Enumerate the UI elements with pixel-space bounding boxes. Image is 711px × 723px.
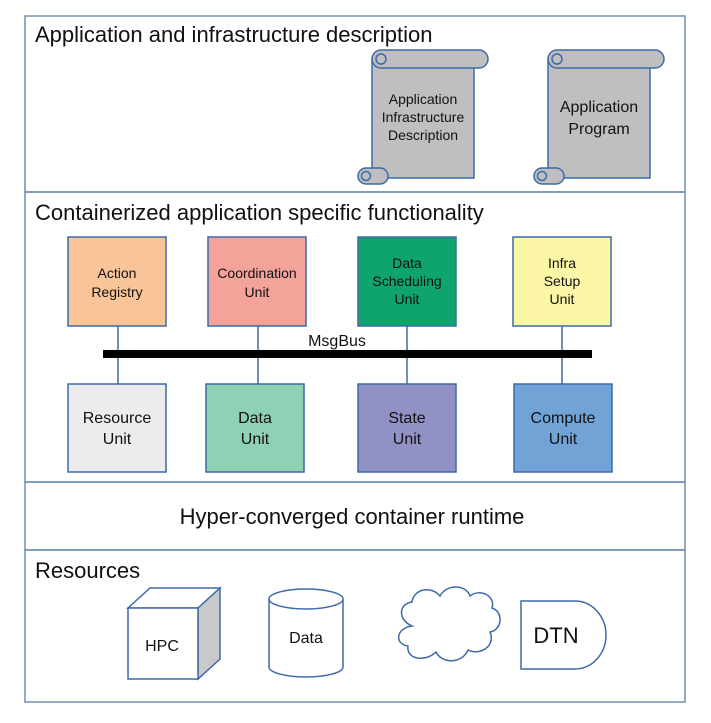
scroll-1-line-2: Infrastructure bbox=[382, 109, 465, 125]
bottom-unit-data: Data Unit bbox=[205, 383, 305, 473]
section-frames bbox=[24, 15, 686, 703]
top-unit-3-line-2: Scheduling bbox=[372, 273, 441, 289]
bottom-unit-resource: Resource Unit bbox=[67, 383, 167, 473]
top-unit-action-registry: Action Registry bbox=[67, 236, 167, 327]
section-resources-frame bbox=[24, 549, 686, 703]
top-unit-2-line-1: Coordination bbox=[217, 265, 296, 281]
hpc-cube-icon bbox=[126, 586, 222, 681]
top-unit-3-line-1: Data bbox=[392, 255, 422, 271]
bottom-unit-3-line-2: Unit bbox=[393, 431, 422, 448]
dtn-label: DTN bbox=[533, 623, 578, 648]
section-runtime-title: Hyper-converged container runtime bbox=[180, 504, 525, 529]
dtn-shape-icon bbox=[520, 600, 607, 670]
bottom-unit-2-line-1: Data bbox=[238, 410, 272, 427]
bottom-unit-4-line-1: Compute bbox=[531, 410, 596, 427]
scroll-1-line-3: Description bbox=[388, 127, 458, 143]
cloud-icon bbox=[398, 586, 501, 662]
bottom-unit-1-line-2: Unit bbox=[103, 431, 132, 448]
top-unit-coordination: Coordination Unit bbox=[207, 236, 307, 327]
bottom-unit-4-line-2: Unit bbox=[549, 431, 578, 448]
bottom-unit-2-line-2: Unit bbox=[241, 431, 270, 448]
section-app-infra-title: Application and infrastructure descripti… bbox=[35, 22, 432, 47]
top-unit-4-line-3: Unit bbox=[550, 291, 575, 307]
top-unit-infra-setup: Infra Setup Unit bbox=[512, 236, 612, 327]
top-unit-2-line-2: Unit bbox=[245, 284, 270, 300]
scroll-2-line-1: Application bbox=[560, 99, 638, 116]
data-label: Data bbox=[289, 630, 323, 647]
top-unit-4-line-2: Setup bbox=[544, 273, 581, 289]
bottom-unit-compute: Compute Unit bbox=[513, 383, 613, 473]
data-cylinder-icon bbox=[268, 588, 344, 678]
bottom-unit-3-line-1: State bbox=[388, 410, 425, 427]
scroll-1-line-1: Application bbox=[389, 91, 458, 107]
bottom-unit-state: State Unit bbox=[357, 383, 457, 473]
msgbus-label: MsgBus bbox=[308, 333, 366, 350]
top-unit-4-line-1: Infra bbox=[548, 255, 576, 271]
section-containerized-title: Containerized application specific funct… bbox=[35, 200, 484, 225]
hpc-label: HPC bbox=[145, 638, 179, 655]
scroll-app-program: Application Program bbox=[533, 49, 665, 185]
top-unit-1-line-1: Action bbox=[98, 265, 137, 281]
msgbus-bar bbox=[103, 350, 592, 358]
top-unit-1-line-2: Registry bbox=[91, 284, 142, 300]
section-resources-title: Resources bbox=[35, 558, 140, 583]
top-unit-data-scheduling: Data Scheduling Unit bbox=[357, 236, 457, 327]
top-unit-3-line-3: Unit bbox=[395, 291, 420, 307]
scroll-2-line-2: Program bbox=[568, 121, 629, 138]
bottom-unit-1-line-1: Resource bbox=[83, 410, 152, 427]
scroll-app-infra-description: Application Infrastructure Description bbox=[357, 49, 489, 185]
